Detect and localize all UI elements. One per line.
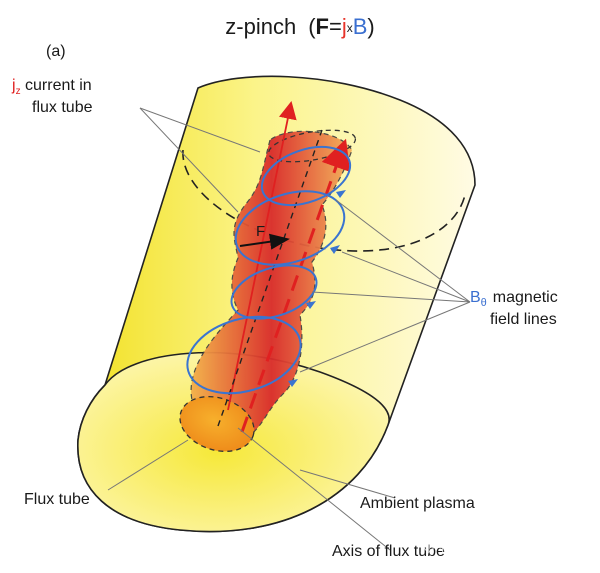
leader-lines xyxy=(107,107,471,551)
magnetic-field-lines xyxy=(186,145,352,395)
panel-label: (a) xyxy=(46,43,66,60)
force-label: F xyxy=(256,223,265,240)
btheta-label-line2: field lines xyxy=(490,311,557,328)
flux-tube xyxy=(179,129,357,453)
flux-tube-body xyxy=(190,130,353,439)
field-loop-1 xyxy=(260,145,352,207)
ambient-plasma-label: Ambient plasma xyxy=(360,495,475,512)
flux-tube-label: Flux tube xyxy=(24,491,90,508)
watermark: 知乎 @Shane Black xyxy=(420,538,562,556)
field-arrow-1 xyxy=(336,190,346,198)
field-arrow-2 xyxy=(330,245,340,254)
field-loop-4 xyxy=(186,315,302,395)
current-arrows xyxy=(217,100,351,433)
jz-label: jz current in xyxy=(11,77,92,97)
field-arrow-3 xyxy=(306,301,316,309)
page-title: z-pinch(F=jxB) xyxy=(225,14,374,39)
flux-tube-top-end xyxy=(267,129,357,163)
field-loop-3 xyxy=(230,264,318,320)
force-arrow: F xyxy=(239,223,290,250)
jz-label-line2: flux tube xyxy=(32,99,93,116)
current-arrow-left xyxy=(227,100,297,411)
flux-tube-bottom-face xyxy=(179,395,255,453)
axis-label: Axis of flux tube xyxy=(332,543,445,560)
field-arrow-4 xyxy=(288,379,298,387)
field-loop-2 xyxy=(234,190,346,266)
axis-line xyxy=(217,129,323,427)
